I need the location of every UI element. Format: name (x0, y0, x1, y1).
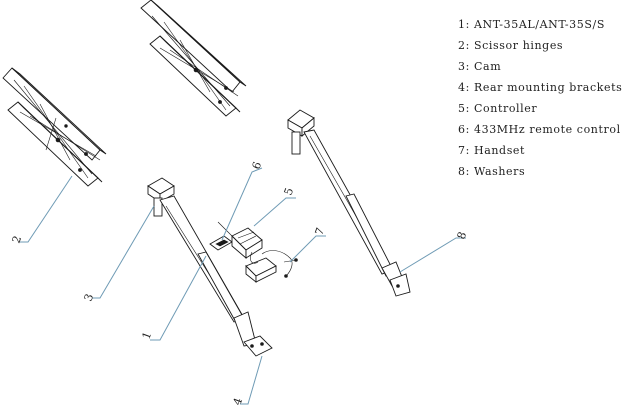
legend-num: 5: (458, 102, 470, 115)
callout-line-4 (240, 355, 263, 405)
callout-line-2 (20, 175, 73, 243)
legend-text: Washers (474, 165, 526, 178)
controller (231, 227, 263, 259)
callout-number-5: 5 (282, 186, 297, 197)
legend-num: 3: (458, 60, 470, 73)
callout-number-7: 7 (313, 226, 328, 237)
legend-text: Cam (474, 60, 502, 73)
actuator-right (287, 109, 411, 297)
callout-number-4: 4 (231, 396, 246, 407)
legend-num: 6: (458, 123, 470, 136)
legend-text: Handset (474, 144, 526, 157)
scissor-hinge-right (140, 0, 247, 117)
callout-line-1 (150, 255, 207, 341)
legend-num: 1: (458, 18, 470, 31)
callout-line-6 (221, 167, 263, 241)
legend-num: 4: (458, 81, 470, 94)
handset (245, 250, 298, 283)
callout-number-2: 2 (10, 234, 25, 245)
parts-legend: 1: ANT-35AL/ANT-35S/S 2: Scissor hinges … (458, 14, 622, 182)
callout-line-5 (253, 197, 296, 227)
legend-item: 6: 433MHz remote control (458, 119, 622, 140)
legend-item: 2: Scissor hinges (458, 35, 622, 56)
callout-line-7 (289, 235, 326, 263)
legend-text: ANT-35AL/ANT-35S/S (474, 18, 605, 31)
legend-num: 7: (458, 144, 470, 157)
callout-lines (20, 167, 466, 405)
callout-number-1: 1 (140, 330, 155, 341)
callout-line-8 (399, 237, 466, 273)
scissor-hinge-left (2, 67, 107, 187)
actuator-left (147, 177, 273, 357)
legend-text: 433MHz remote control (474, 123, 621, 136)
legend-item: 7: Handset (458, 140, 622, 161)
legend-num: 2: (458, 39, 470, 52)
legend-item: 8: Washers (458, 161, 622, 182)
legend-item: 4: Rear mounting brackets (458, 77, 622, 98)
remote-control (209, 221, 233, 251)
legend-text: Scissor hinges (474, 39, 564, 52)
legend-text: Controller (474, 102, 538, 115)
callout-number-6: 6 (250, 160, 265, 171)
legend-text: Rear mounting brackets (474, 81, 622, 94)
legend-item: 3: Cam (458, 56, 622, 77)
callout-number-8: 8 (455, 230, 470, 241)
callout-line-3 (92, 205, 155, 299)
legend-item: 5: Controller (458, 98, 622, 119)
callout-numbers: 1 2 3 4 5 6 7 8 (10, 160, 470, 407)
legend-item: 1: ANT-35AL/ANT-35S/S (458, 14, 622, 35)
callout-number-3: 3 (82, 292, 97, 303)
legend-num: 8: (458, 165, 470, 178)
